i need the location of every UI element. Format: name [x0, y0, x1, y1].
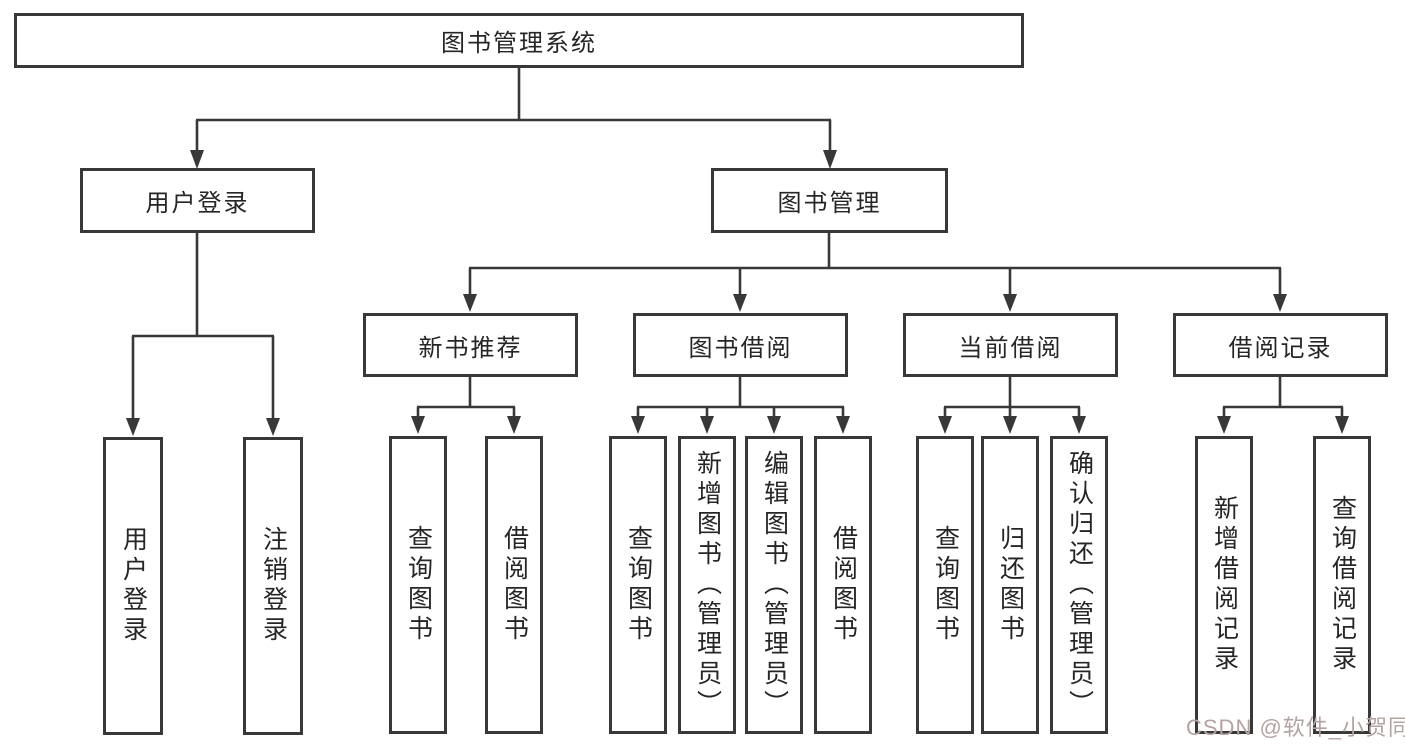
leaf-borrow-books: 借阅图书	[814, 436, 872, 734]
leaf-confirm-return-admin: 确认归还（管理员）	[1050, 436, 1108, 734]
leaf-borrow-books-label: 借阅图书	[829, 525, 858, 645]
node-current-borrowing-label: 当前借阅	[958, 334, 1063, 362]
node-borrowing-records: 借阅记录	[1173, 313, 1388, 377]
leaf-logout: 注销登录	[243, 437, 303, 735]
leaf-edit-books-admin: 编辑图书（管理员）	[745, 436, 803, 734]
arrowhead	[767, 416, 781, 434]
arrowhead	[266, 418, 280, 436]
arrowhead	[631, 416, 645, 434]
node-book-management-label: 图书管理	[777, 190, 882, 217]
leaf-borrow-books-recommend: 借阅图书	[485, 436, 543, 734]
arrowhead	[190, 150, 204, 169]
leaf-user-login-label: 用户登录	[119, 526, 148, 646]
leaf-query-books-borrow-label: 查询图书	[624, 525, 653, 645]
leaf-query-borrow-record-label: 查询借阅记录	[1328, 495, 1357, 675]
arrowhead	[1072, 416, 1086, 434]
edges-user-login-children	[126, 233, 280, 436]
arrowhead	[1003, 416, 1017, 434]
leaf-add-books-admin: 新增图书（管理员）	[678, 436, 736, 734]
arrowhead	[507, 416, 521, 434]
edges-current-borrow-children	[938, 377, 1086, 434]
node-current-borrowing: 当前借阅	[903, 313, 1118, 377]
watermark: CSDN @软件_小贺同学	[1186, 715, 1405, 740]
arrowhead	[1217, 416, 1231, 434]
arrowhead	[700, 416, 714, 434]
leaf-query-books-recommend: 查询图书	[389, 436, 447, 734]
arrowhead	[938, 416, 952, 434]
arrowhead	[836, 416, 850, 434]
leaf-edit-books-admin-label: 编辑图书（管理员）	[760, 450, 789, 720]
node-borrowing-records-label: 借阅记录	[1228, 334, 1333, 362]
node-user-login: 用户登录	[80, 168, 315, 233]
edges-root-to-level2	[190, 68, 837, 169]
arrowhead	[1273, 294, 1287, 312]
leaf-return-books-label: 归还图书	[996, 525, 1025, 645]
leaf-confirm-return-admin-label: 确认归还（管理员）	[1065, 450, 1094, 720]
arrowhead	[126, 418, 140, 436]
node-book-management: 图书管理	[711, 168, 948, 233]
leaf-return-books: 归还图书	[981, 436, 1039, 734]
leaf-borrow-books-recommend-label: 借阅图书	[500, 525, 529, 645]
node-library-system-label: 图书管理系统	[441, 30, 597, 57]
arrowhead	[823, 150, 837, 169]
leaf-add-books-admin-label: 新增图书（管理员）	[693, 450, 722, 720]
arrowhead	[411, 416, 425, 434]
arrowhead	[733, 294, 747, 312]
node-book-borrowing-label: 图书借阅	[688, 334, 793, 362]
edges-book-management-children	[463, 233, 1287, 312]
node-book-borrowing: 图书借阅	[633, 313, 848, 377]
leaf-query-books-current: 查询图书	[916, 436, 974, 734]
arrowhead	[1335, 416, 1349, 434]
node-user-login-label: 用户登录	[145, 190, 250, 217]
node-new-book-recommendation: 新书推荐	[363, 313, 578, 377]
leaf-add-borrow-record: 新增借阅记录	[1195, 436, 1253, 734]
leaf-logout-label: 注销登录	[259, 526, 288, 646]
node-library-system: 图书管理系统	[14, 13, 1024, 68]
edges-book-borrow-children	[631, 377, 850, 434]
leaf-query-books-recommend-label: 查询图书	[404, 525, 433, 645]
leaf-query-borrow-record: 查询借阅记录	[1313, 436, 1371, 734]
edges-borrow-records-children	[1217, 377, 1349, 434]
node-new-book-recommendation-label: 新书推荐	[418, 334, 523, 362]
leaf-query-books-borrow: 查询图书	[609, 436, 667, 734]
edges-new-book-children	[411, 377, 521, 434]
leaf-add-borrow-record-label: 新增借阅记录	[1210, 495, 1239, 675]
leaf-user-login: 用户登录	[103, 437, 163, 735]
arrowhead	[1003, 294, 1017, 312]
leaf-query-books-current-label: 查询图书	[931, 525, 960, 645]
arrowhead	[463, 294, 477, 312]
